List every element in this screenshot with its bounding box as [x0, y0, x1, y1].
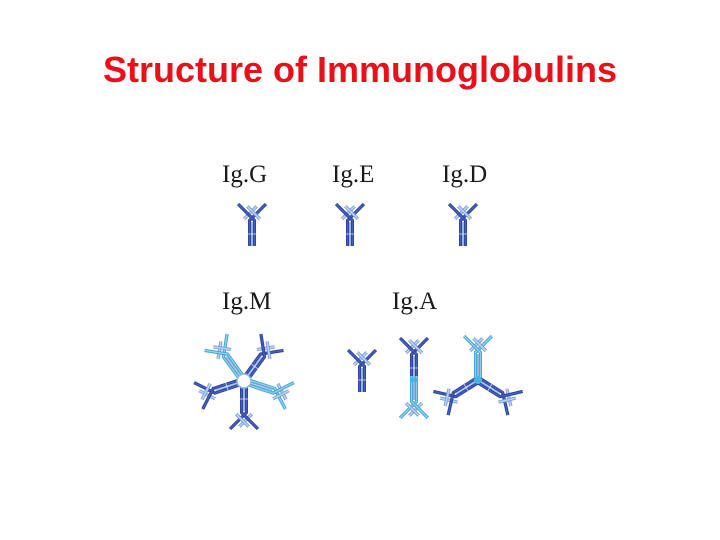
iga-label: Ig.A [392, 288, 438, 315]
igd-monomer-icon [447, 202, 479, 247]
iga-trimer-icon [431, 334, 525, 418]
igd-label: Ig.D [442, 161, 488, 188]
iga-monomer-icon [346, 348, 378, 393]
igm-pentamer-icon [192, 331, 296, 431]
iga-dimer-icon [398, 336, 430, 420]
igg-monomer-icon [236, 202, 268, 247]
ige-label: Ig.E [332, 161, 375, 188]
igm-label: Ig.M [222, 288, 272, 315]
igg-label: Ig.G [222, 161, 268, 188]
ige-monomer-icon [334, 202, 366, 247]
slide-title: Structure of Immunoglobulins [103, 49, 617, 90]
